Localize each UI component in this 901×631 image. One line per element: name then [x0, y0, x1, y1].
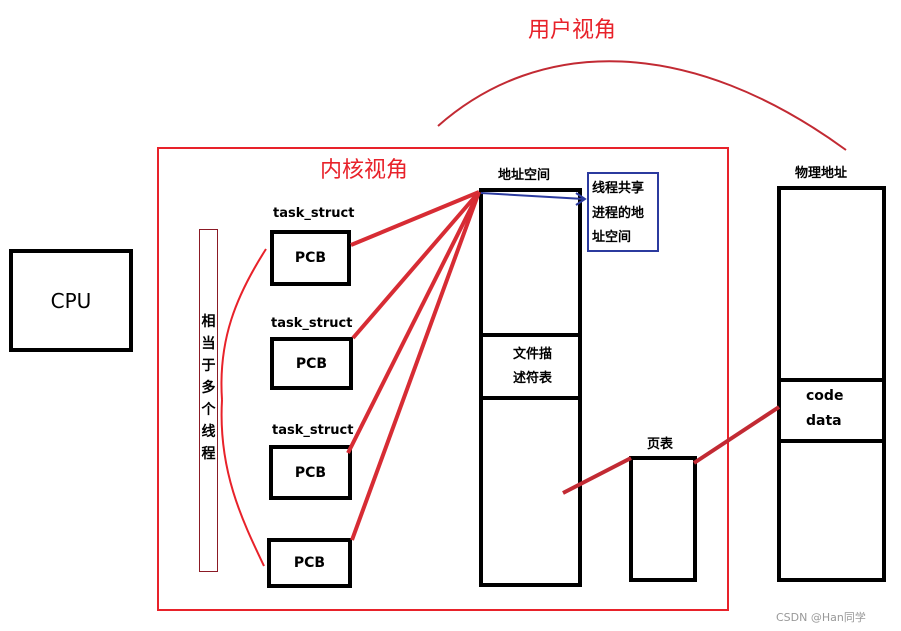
page-table-title: 页表	[647, 437, 674, 452]
cpu-box: CPU	[9, 249, 133, 352]
threads-note-box	[199, 229, 218, 572]
watermark: CSDN @Han同学	[776, 611, 866, 624]
pcb1-to-address-space	[350, 190, 480, 247]
threads-note-char: 相	[201, 314, 216, 330]
cpu-label: CPU	[50, 288, 92, 313]
pcb-box-2: PCB	[270, 337, 353, 390]
shared-note-line3: 址空间	[592, 230, 632, 245]
pcb4-to-address-space	[350, 191, 481, 541]
shared-note-arrow	[480, 192, 585, 200]
user-view-title: 用户视角	[528, 18, 617, 43]
shared-note-arrowhead	[575, 192, 587, 206]
task-struct-label-2: task_struct	[271, 316, 353, 331]
fd-table-label-line2: 述符表	[513, 371, 553, 386]
pcb-box-3: PCB	[269, 445, 352, 500]
shared-note-line1: 线程共享	[592, 181, 645, 196]
code-label: code	[806, 388, 844, 404]
address-space-title: 地址空间	[498, 168, 551, 183]
shared-note-box	[587, 172, 659, 252]
task-struct-label-1: task_struct	[273, 206, 355, 221]
task-struct-label-3: task_struct	[272, 423, 354, 438]
code-data-region	[777, 378, 886, 443]
address-to-page-table	[562, 456, 632, 495]
page-table-box	[629, 456, 697, 582]
threads-note-char: 程	[201, 446, 216, 462]
threads-note-char: 个	[201, 402, 216, 418]
thread-bracket-lower	[220, 399, 265, 567]
kernel-frame	[157, 147, 729, 611]
threads-note-char: 于	[201, 358, 216, 374]
page-table-to-physical	[692, 405, 781, 465]
pcb2-to-address-space	[351, 190, 481, 340]
physical-memory-title: 物理地址	[795, 166, 848, 181]
kernel-view-title: 内核视角	[320, 158, 409, 183]
threads-note-char: 多	[201, 380, 216, 396]
fd-table-label-line1: 文件描	[513, 347, 553, 362]
threads-note-char: 当	[201, 336, 216, 352]
shared-note-line2: 进程的地	[592, 206, 645, 221]
threads-note-char: 线	[201, 424, 216, 440]
pcb-box-1: PCB	[270, 230, 351, 286]
thread-bracket-upper	[220, 248, 267, 401]
data-label: data	[806, 413, 842, 429]
user-view-arc	[437, 60, 847, 151]
fd-table-region	[479, 333, 582, 400]
threads-note-text: 相 当 于 多 个 线 程	[199, 311, 218, 465]
pcb-box-4: PCB	[267, 538, 352, 588]
pcb3-to-address-space	[346, 191, 481, 454]
